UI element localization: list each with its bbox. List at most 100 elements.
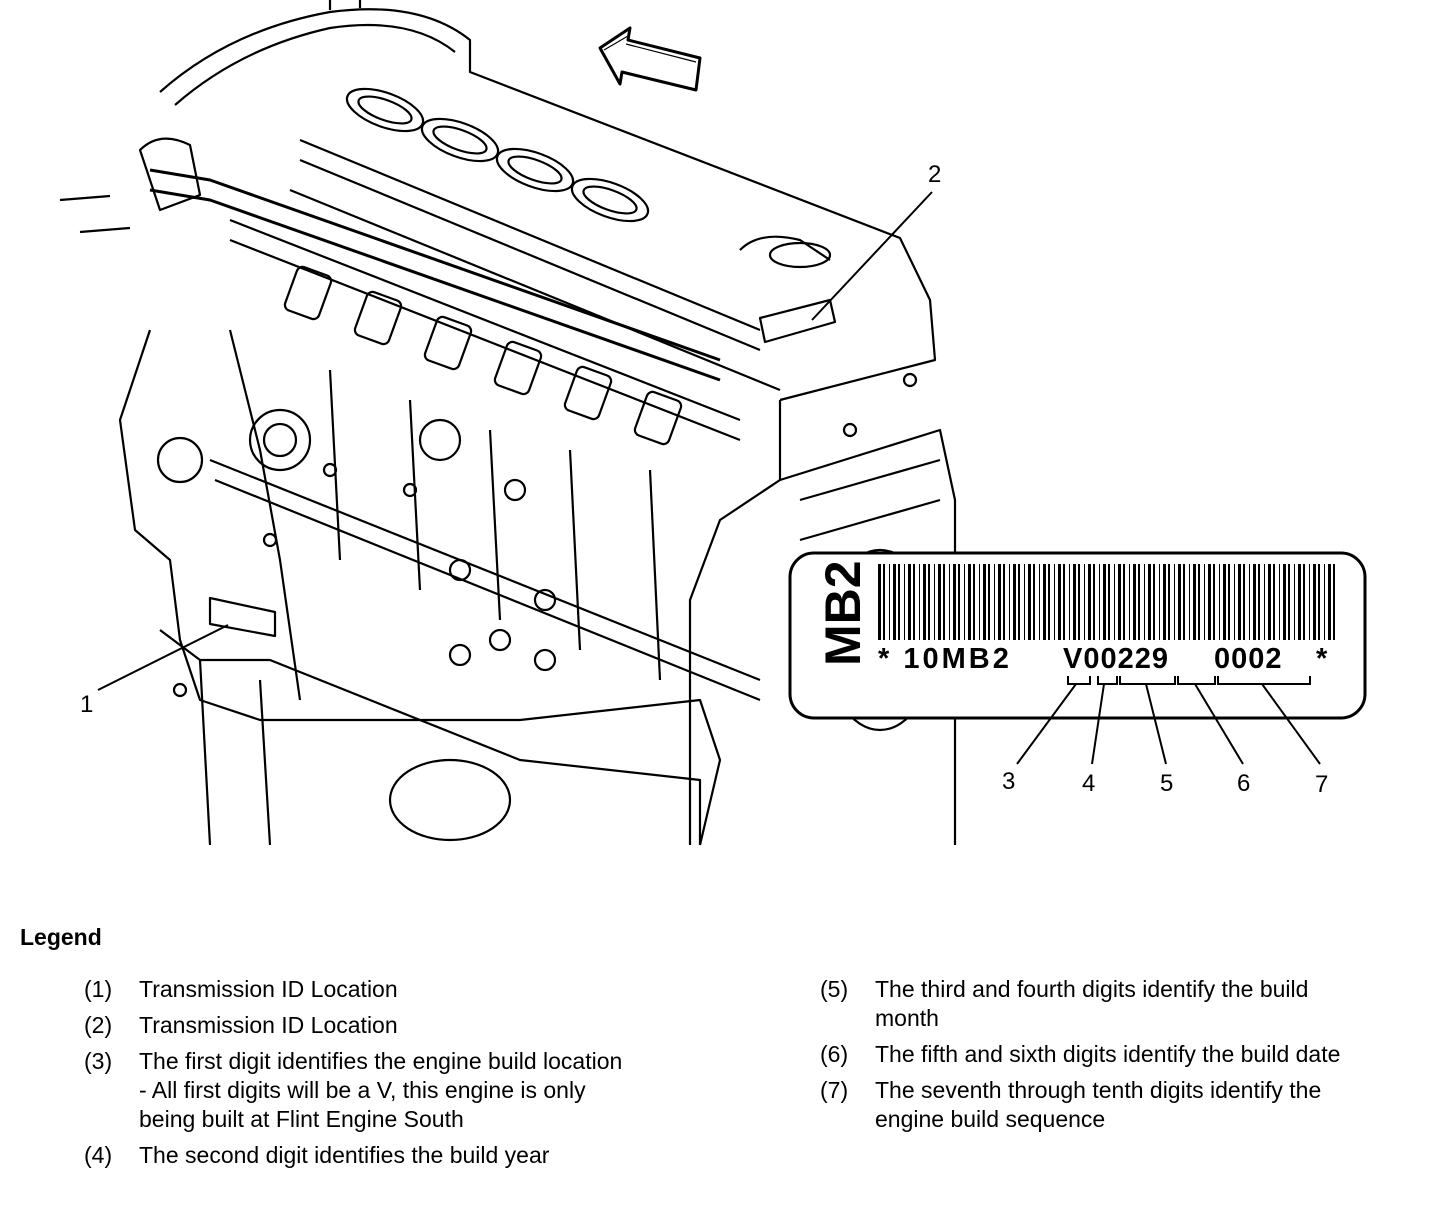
- barcode-bar: [964, 564, 965, 640]
- barcode-bar: [1033, 564, 1035, 640]
- legend-item-number: (3): [84, 1048, 113, 1074]
- barcode-bar: [1238, 564, 1241, 640]
- barcode-bar: [1213, 564, 1215, 640]
- leader-lines: [97, 191, 1321, 765]
- barcode-bar: [988, 564, 990, 640]
- barcode-bar: [1288, 564, 1290, 640]
- legend-item: (7) The seventh through tenth digits ide…: [820, 1076, 1430, 1134]
- barcode-label: MB2 * 10MB2 V00229 0002 *: [788, 551, 1367, 720]
- legend-item-number: (5): [820, 976, 849, 1002]
- barcode-bar: [953, 564, 956, 640]
- barcode-bar: [968, 564, 971, 640]
- legend-item: (3) The first digit identifies the engin…: [84, 1047, 704, 1134]
- barcode-bar: [904, 564, 905, 640]
- barcode-bar: [1114, 564, 1115, 640]
- barcode-bar: [1153, 564, 1155, 640]
- barcode-bar: [1024, 564, 1025, 640]
- barcode-bar: [928, 564, 930, 640]
- legend-item: (6) The fifth and sixth digits identify …: [820, 1040, 1430, 1069]
- barcode-bar: [1078, 564, 1080, 640]
- barcode-bar: [958, 564, 960, 640]
- barcode-bar: [998, 564, 1001, 640]
- barcode-bar: [1118, 564, 1121, 640]
- barcode-bar: [1054, 564, 1055, 640]
- barcode-bar: [949, 564, 950, 640]
- legend-item-text: The second digit identifies the build ye…: [139, 1142, 550, 1168]
- barcode-bar: [1208, 564, 1211, 640]
- callout-2: 2: [928, 161, 941, 188]
- barcode-bar: [1193, 564, 1196, 640]
- barcode-bar: [1133, 564, 1136, 640]
- barcode-bar: [1058, 564, 1061, 640]
- barcode-bar: [878, 564, 881, 640]
- id-pad-1: [208, 596, 277, 638]
- barcode-bar: [1099, 564, 1100, 640]
- label-code-suffix: *: [1316, 643, 1328, 675]
- barcode-bar: [908, 564, 911, 640]
- callout-5: 5: [1160, 770, 1173, 797]
- barcode-bar: [1328, 564, 1331, 640]
- engine-drawing: [59, 0, 957, 846]
- barcode-bar: [1039, 564, 1040, 640]
- barcode-bar: [1283, 564, 1286, 640]
- barcode-bar: [1018, 564, 1020, 640]
- legend-item-number: (4): [84, 1142, 113, 1168]
- barcode-bar: [1163, 564, 1166, 640]
- id-pad-2: [758, 298, 837, 344]
- barcode-bar: [883, 564, 885, 640]
- legend-left-column: (1) Transmission ID Location (2) Transmi…: [84, 975, 704, 1177]
- barcode-bar: [1073, 564, 1076, 640]
- legend-item-text: Transmission ID Location: [139, 976, 398, 1002]
- barcode-bar: [889, 564, 890, 640]
- barcode-bar: [1063, 564, 1065, 640]
- barcode-bar: [898, 564, 900, 640]
- barcode-bar: [1138, 564, 1140, 640]
- barcode-bar: [1243, 564, 1245, 640]
- barcode-bar: [1273, 564, 1275, 640]
- engine-diagram: MB2 * 10MB2 V00229 0002 * 1 2 3 4 5 6 7: [59, 0, 1367, 846]
- legend-item-number: (7): [820, 1077, 849, 1103]
- barcode-bar: [1123, 564, 1125, 640]
- barcode-bar: [893, 564, 896, 640]
- barcode-bar: [1309, 564, 1310, 640]
- digit-brackets: [1067, 676, 1311, 685]
- barcode-bar: [919, 564, 920, 640]
- legend-item-text: Transmission ID Location: [139, 1012, 398, 1038]
- barcode-bar: [1189, 564, 1190, 640]
- barcode-bar: [1013, 564, 1016, 640]
- barcode-bar: [1003, 564, 1005, 640]
- legend-item: (5) The third and fourth digits identify…: [820, 975, 1430, 1033]
- barcode-bar: [1303, 564, 1305, 640]
- legend-item: (2) Transmission ID Location: [84, 1011, 704, 1040]
- barcode-bar: [1324, 564, 1325, 640]
- barcode-bar: [1249, 564, 1250, 640]
- barcode-bar: [1219, 564, 1220, 640]
- label-code-value: V00229: [1063, 643, 1169, 675]
- barcode: [878, 564, 1335, 640]
- legend-item-text: The fifth and sixth digits identify the …: [875, 1041, 1341, 1067]
- barcode-bar: [1103, 564, 1106, 640]
- barcode-bar: [1294, 564, 1295, 640]
- barcode-bar: [1228, 564, 1230, 640]
- barcode-bar: [1223, 564, 1226, 640]
- intake-ports: [345, 87, 650, 223]
- barcode-bar: [1234, 564, 1235, 640]
- legend-item-number: (2): [84, 1012, 113, 1038]
- barcode-bar: [1088, 564, 1091, 640]
- callout-4: 4: [1082, 770, 1095, 797]
- legend-right-column: (5) The third and fourth digits identify…: [820, 975, 1430, 1141]
- legend-item-text: The third and fourth digits identify the…: [875, 976, 1309, 1031]
- barcode-bar: [934, 564, 935, 640]
- barcode-bar: [1043, 564, 1046, 640]
- barcode-bar: [1264, 564, 1265, 640]
- studs: [172, 372, 918, 698]
- barcode-bar: [1298, 564, 1301, 640]
- barcode-bar: [1174, 564, 1175, 640]
- barcode-bar: [1084, 564, 1085, 640]
- barcode-bar: [1333, 564, 1335, 640]
- legend-title: Legend: [20, 924, 102, 950]
- callout-1: 1: [80, 691, 93, 718]
- barcode-bar: [1168, 564, 1170, 640]
- barcode-bar: [923, 564, 926, 640]
- legend-item-number: (1): [84, 976, 113, 1002]
